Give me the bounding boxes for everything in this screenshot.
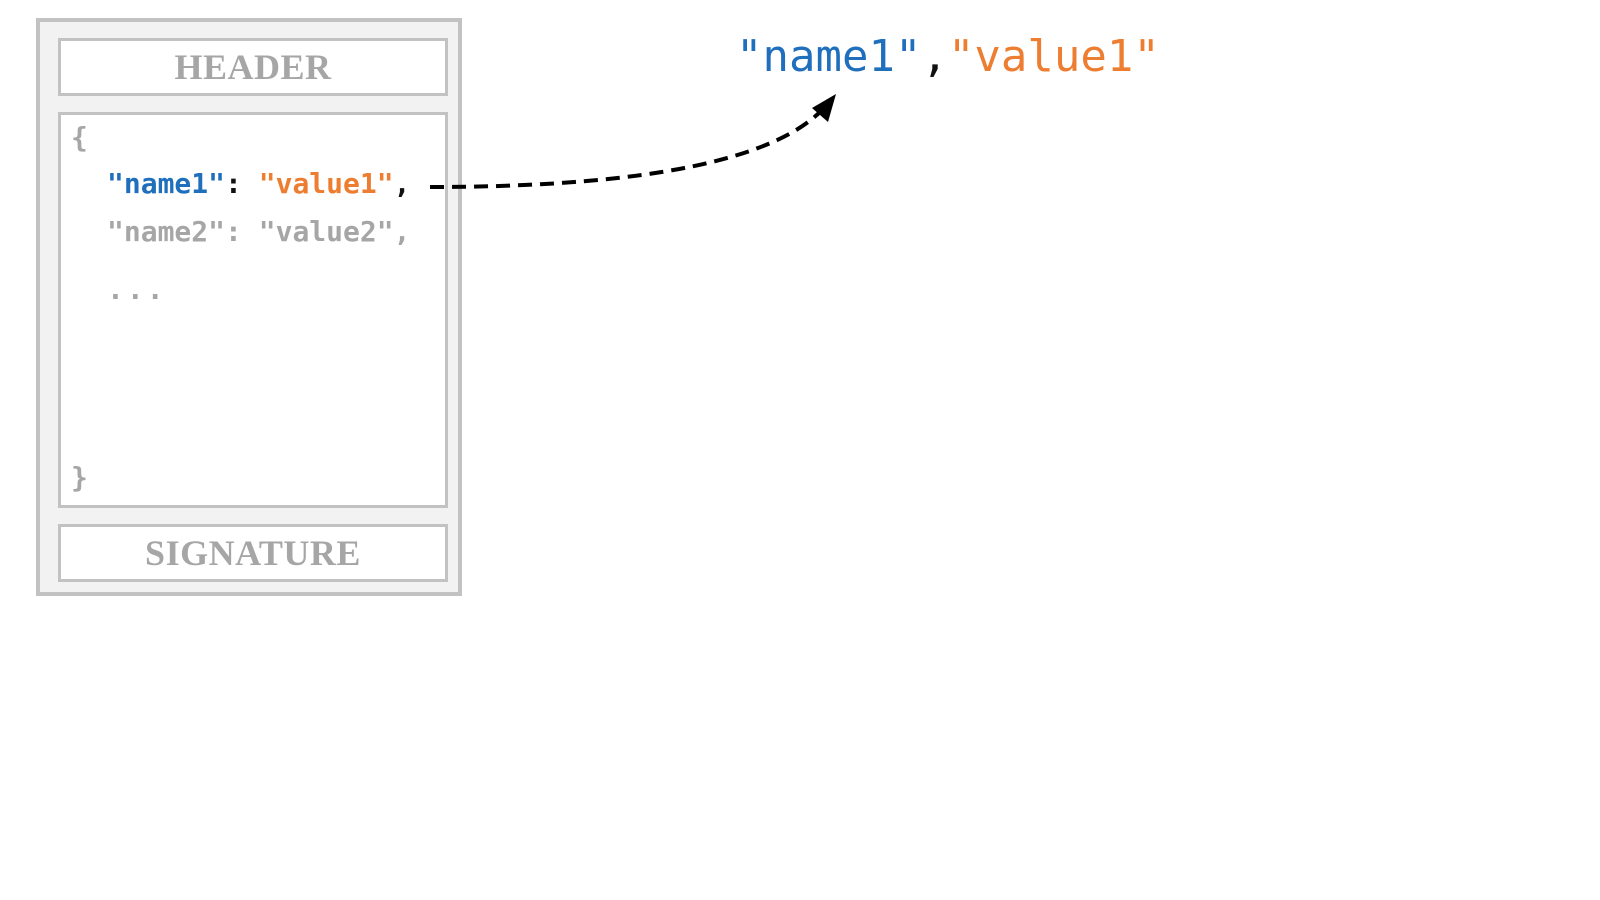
extracted-separator: , [921, 31, 948, 82]
signature-section: SIGNATURE [58, 524, 448, 582]
claim-1-comma: , [393, 167, 411, 200]
token-container: HEADER { "name1": "value1", "name2": "va… [36, 18, 462, 596]
header-section: HEADER [58, 38, 448, 96]
claim-1-value: "value1" [258, 167, 394, 200]
extracted-pair: "name1","value1" [736, 30, 1160, 84]
arrow-head [812, 94, 836, 122]
header-label: HEADER [174, 47, 332, 87]
claim-2-name: "name2" [107, 215, 226, 248]
claim-2-colon: : [225, 215, 259, 248]
payload-ellipsis: ... [107, 273, 167, 306]
payload-open-brace: { [71, 121, 88, 154]
payload-section: { "name1": "value1", "name2": "value2", … [58, 112, 448, 508]
extracted-value: "value1" [947, 31, 1160, 82]
claim-1-name: "name1" [107, 167, 226, 200]
payload-claim-1: "name1": "value1", [107, 167, 410, 201]
claim-2-value: "value2" [258, 215, 394, 248]
claim-2-comma: , [393, 215, 411, 248]
arrow-path [429, 110, 822, 189]
signature-label: SIGNATURE [145, 533, 361, 573]
extracted-name: "name1" [736, 31, 922, 82]
claim-1-colon: : [225, 167, 259, 200]
payload-claim-2: "name2": "value2", [107, 215, 410, 249]
payload-close-brace: } [71, 461, 88, 494]
